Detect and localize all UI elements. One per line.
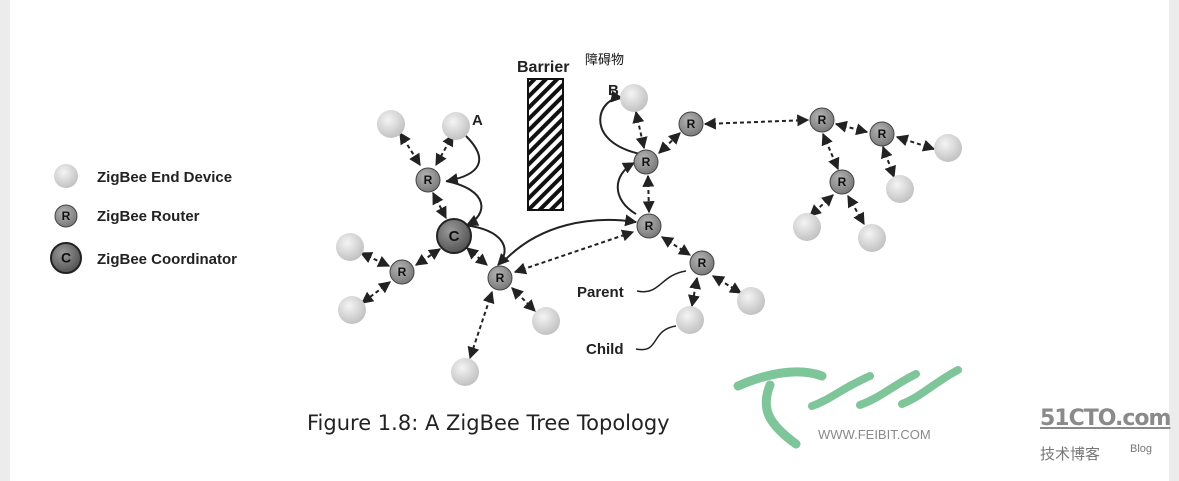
link bbox=[632, 110, 648, 150]
left-margin-bar bbox=[0, 0, 10, 481]
route-path bbox=[445, 135, 481, 185]
node-a-label: A bbox=[472, 112, 483, 129]
router-node: R bbox=[389, 259, 415, 285]
barrier-block bbox=[527, 78, 564, 211]
route-path bbox=[463, 224, 510, 266]
barrier: Barrier 障碍物 bbox=[517, 53, 624, 211]
link bbox=[834, 120, 869, 136]
end-device-node bbox=[934, 134, 962, 162]
link bbox=[658, 132, 681, 154]
legend-router-label: ZigBee Router bbox=[97, 208, 200, 225]
end-device-node bbox=[676, 306, 704, 334]
router-node: R bbox=[636, 213, 662, 239]
barrier-cn-label: 障碍物 bbox=[585, 53, 624, 68]
router-node: R bbox=[689, 250, 715, 276]
legend-coordinator-label: ZigBee Coordinator bbox=[97, 251, 237, 268]
end-device-node bbox=[338, 296, 366, 324]
route-path bbox=[599, 90, 641, 155]
parent-label: Parent bbox=[577, 284, 624, 301]
child-pointer bbox=[635, 325, 677, 351]
link bbox=[359, 252, 391, 267]
end-device-node bbox=[451, 358, 479, 386]
link bbox=[642, 174, 655, 214]
router-node: R bbox=[829, 169, 855, 195]
route-path bbox=[445, 180, 483, 226]
end-device-node bbox=[858, 224, 886, 252]
legend-router-symbol: R bbox=[62, 209, 71, 223]
end-device-node bbox=[377, 110, 405, 138]
end-device-node bbox=[442, 112, 470, 140]
link bbox=[511, 287, 536, 312]
link bbox=[895, 134, 936, 152]
link bbox=[660, 236, 692, 256]
end-device-node bbox=[336, 233, 364, 261]
router-symbol: R bbox=[687, 117, 696, 131]
site-watermark-51cto: 51CTO.com bbox=[1040, 406, 1171, 431]
link bbox=[361, 281, 391, 304]
legend-router-icon bbox=[54, 204, 78, 228]
legend-end-device-label: ZigBee End Device bbox=[97, 169, 232, 186]
feibit-logo-mark bbox=[733, 366, 962, 449]
legend-coordinator-symbol: C bbox=[61, 250, 71, 266]
end-device-node bbox=[886, 175, 914, 203]
parent-pointer bbox=[636, 270, 687, 293]
legend-end-device-icon bbox=[54, 164, 78, 188]
router-symbol: R bbox=[838, 175, 847, 189]
router-node: R bbox=[415, 167, 441, 193]
router-symbol: R bbox=[645, 219, 654, 233]
end-device-node bbox=[737, 287, 765, 315]
router-symbol: R bbox=[698, 256, 707, 270]
link bbox=[432, 191, 447, 220]
legend: ZigBee End Device R ZigBee Router C ZigB… bbox=[50, 164, 237, 274]
router-node: R bbox=[869, 121, 895, 147]
child-label: Child bbox=[586, 341, 624, 358]
link bbox=[703, 114, 810, 130]
link bbox=[687, 276, 702, 308]
link bbox=[435, 133, 454, 167]
router-node: R bbox=[678, 111, 704, 137]
link bbox=[821, 132, 840, 171]
routers: R R R R R R R R R R bbox=[389, 107, 895, 291]
node-b-label: B bbox=[608, 82, 619, 99]
router-symbol: R bbox=[424, 173, 433, 187]
router-symbol: R bbox=[818, 113, 827, 127]
annotations: A B Parent Child bbox=[472, 82, 687, 358]
end-device-node bbox=[793, 213, 821, 241]
router-symbol: R bbox=[642, 155, 651, 169]
link bbox=[711, 275, 743, 294]
end-device-node bbox=[532, 307, 560, 335]
link bbox=[467, 290, 495, 360]
site-watermark-blog: Blog bbox=[1130, 443, 1153, 455]
router-node: R bbox=[809, 107, 835, 133]
end-device-node bbox=[620, 84, 648, 112]
end-devices bbox=[336, 84, 962, 386]
route-path bbox=[616, 162, 637, 215]
router-node: R bbox=[487, 265, 513, 291]
coordinator-symbol: C bbox=[449, 228, 460, 245]
link bbox=[415, 248, 441, 266]
router-symbol: R bbox=[398, 265, 407, 279]
barrier-label: Barrier bbox=[517, 59, 569, 76]
route-path bbox=[505, 214, 638, 260]
link bbox=[466, 247, 488, 266]
router-symbol: R bbox=[496, 271, 505, 285]
router-node: R bbox=[633, 149, 659, 175]
right-margin-bar bbox=[1169, 0, 1179, 481]
router-symbol: R bbox=[878, 127, 887, 141]
figure-caption: Figure 1.8: A ZigBee Tree Topology bbox=[307, 411, 670, 435]
route-arrows bbox=[445, 90, 641, 266]
link bbox=[399, 131, 421, 167]
feibit-watermark-url: WWW.FEIBIT.COM bbox=[818, 427, 931, 442]
dashed-links bbox=[359, 110, 936, 360]
link bbox=[881, 145, 896, 179]
site-watermark-cn: 技术博客 bbox=[1040, 445, 1101, 463]
legend-coordinator-icon bbox=[50, 242, 82, 274]
coordinator-node: C bbox=[436, 218, 472, 254]
link bbox=[809, 194, 834, 217]
link bbox=[847, 194, 865, 226]
